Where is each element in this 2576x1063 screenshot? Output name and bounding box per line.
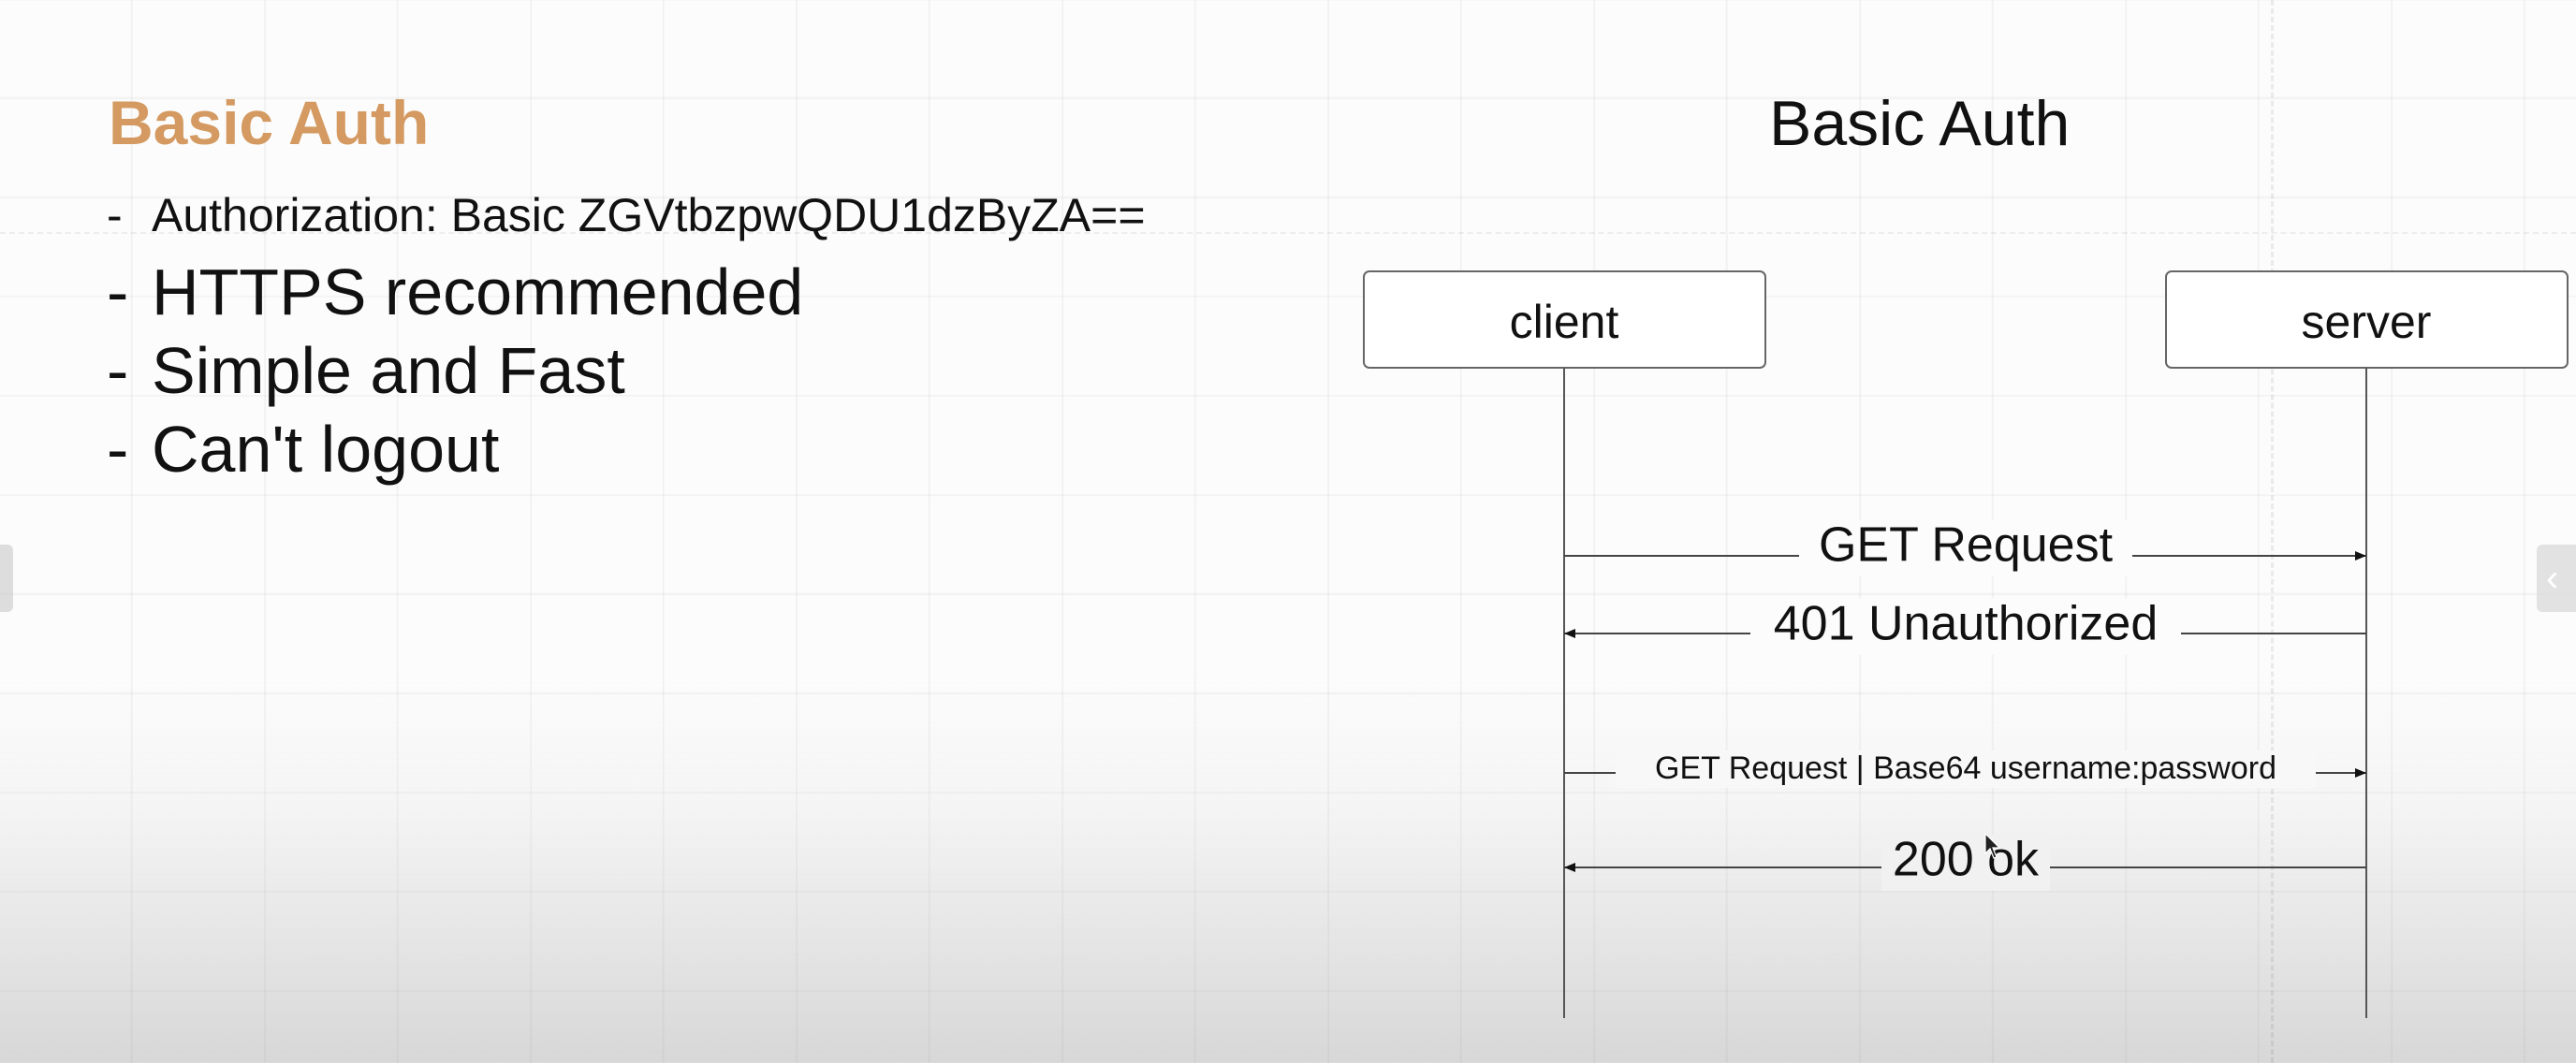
- message-label-get-request: GET Request: [1819, 518, 2114, 573]
- bullet-dash: -: [107, 334, 129, 407]
- message-label-bg: [1750, 599, 2181, 655]
- message-label-bg: [1616, 750, 2316, 788]
- message-label-bg: [1881, 835, 2050, 891]
- previous-slide-tab[interactable]: [0, 545, 13, 612]
- bullet-item-https: -HTTPS recommended: [107, 253, 1146, 331]
- guide-line-vertical: [2271, 0, 2274, 1063]
- guide-line-horizontal: [0, 232, 2576, 234]
- bullet-item-simple-fast: -Simple and Fast: [107, 331, 1146, 410]
- server-label: server: [2302, 296, 2432, 348]
- message-label-401: 401 Unauthorized: [1774, 597, 2159, 651]
- bullet-item-authorization: -Authorization: Basic ZGVtbzpwQDU1dzByZA…: [107, 178, 1146, 253]
- bullet-dash: -: [107, 255, 129, 328]
- client-label: client: [1510, 296, 1619, 348]
- bullet-item-cant-logout: -Can't logout: [107, 410, 1146, 488]
- mouse-cursor-icon: [1984, 833, 2001, 859]
- bullet-text: Can't logout: [152, 413, 500, 486]
- bullet-text: Authorization: Basic ZGVtbzpwQDU1dzByZA=…: [152, 189, 1146, 241]
- slide-title: Basic Auth: [109, 88, 430, 157]
- message-label-get-request-base64: GET Request | Base64 username:password: [1655, 750, 2276, 786]
- bullet-list: -Authorization: Basic ZGVtbzpwQDU1dzByZA…: [107, 178, 1146, 488]
- bullet-dash: -: [107, 413, 129, 486]
- bullet-dash: -: [107, 189, 123, 241]
- bullet-text: Simple and Fast: [152, 334, 625, 407]
- message-label-bg: [1799, 520, 2132, 576]
- diagram-title: Basic Auth: [1769, 88, 2071, 159]
- next-slide-tab[interactable]: ‹: [2537, 545, 2576, 612]
- message-label-200-ok: 200 ok: [1893, 833, 2040, 887]
- bullet-text: HTTPS recommended: [152, 255, 804, 328]
